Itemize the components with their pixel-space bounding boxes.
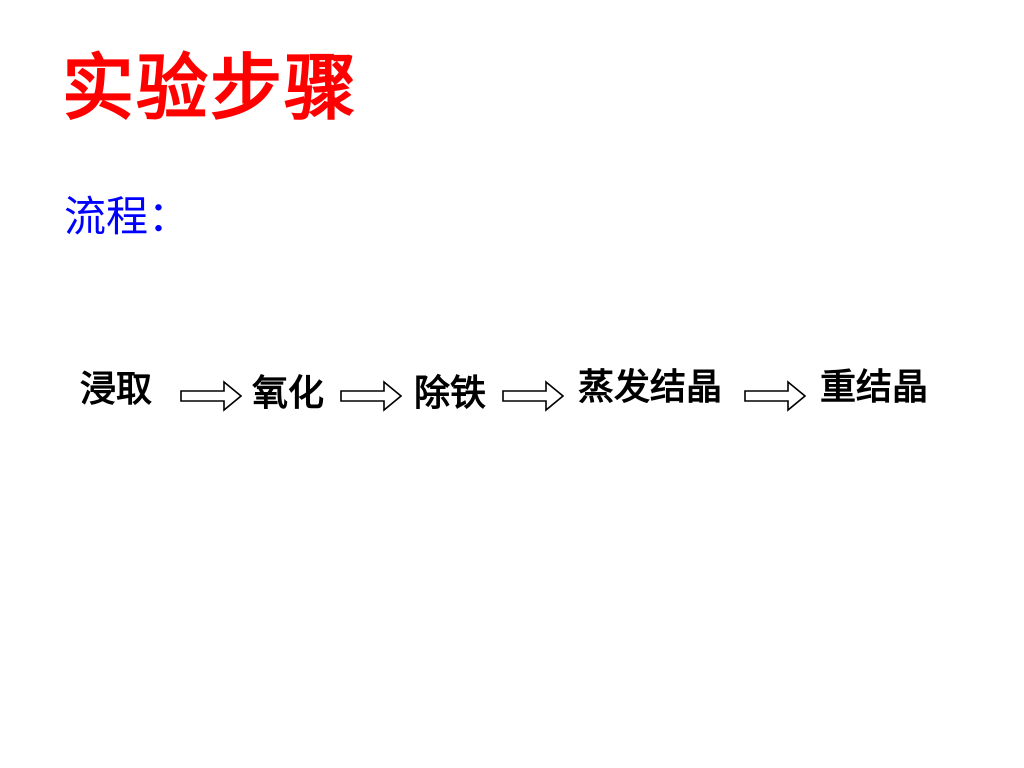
- slide-title: 实验步骤: [62, 45, 359, 130]
- flow-arrow-icon: [340, 380, 402, 412]
- flow-arrow-icon: [744, 380, 806, 412]
- flow-arrow-icon: [180, 380, 242, 412]
- step-recrystallization: 重结晶: [820, 367, 929, 408]
- step-evaporative-crystallization: 蒸发结晶: [578, 367, 723, 408]
- flow-arrow-icon: [502, 380, 564, 412]
- step-iron-removal: 除铁: [414, 373, 487, 414]
- flow-label: 流程：: [64, 192, 191, 241]
- step-oxidation: 氧化: [252, 373, 325, 414]
- step-leaching: 浸取: [80, 369, 153, 410]
